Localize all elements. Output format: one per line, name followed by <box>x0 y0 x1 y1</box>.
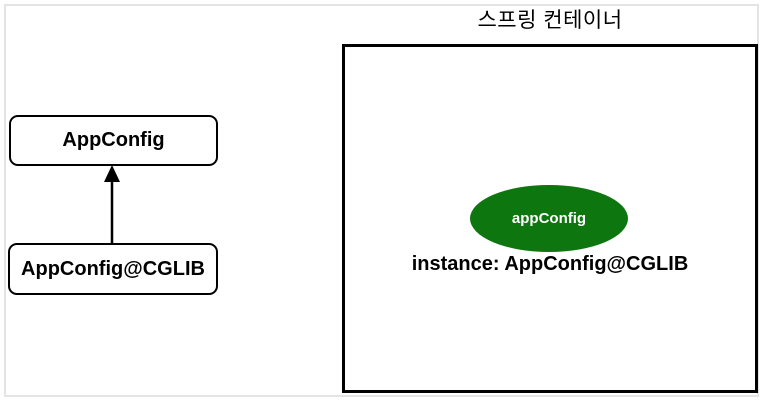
bean-name-label: appConfig <box>511 210 587 227</box>
instance-label: instance: AppConfig@CGLIB <box>411 253 689 275</box>
appconfig-class-box: AppConfig <box>9 115 218 166</box>
inheritance-arrow-icon <box>104 165 120 244</box>
bean-ellipse: appConfig <box>470 185 628 252</box>
cglib-class-box: AppConfig@CGLIB <box>8 243 218 295</box>
cglib-class-label: AppConfig@CGLIB <box>21 257 205 280</box>
appconfig-class-label: AppConfig <box>62 129 165 151</box>
spring-container-title: 스프링 컨테이너 <box>477 9 623 32</box>
